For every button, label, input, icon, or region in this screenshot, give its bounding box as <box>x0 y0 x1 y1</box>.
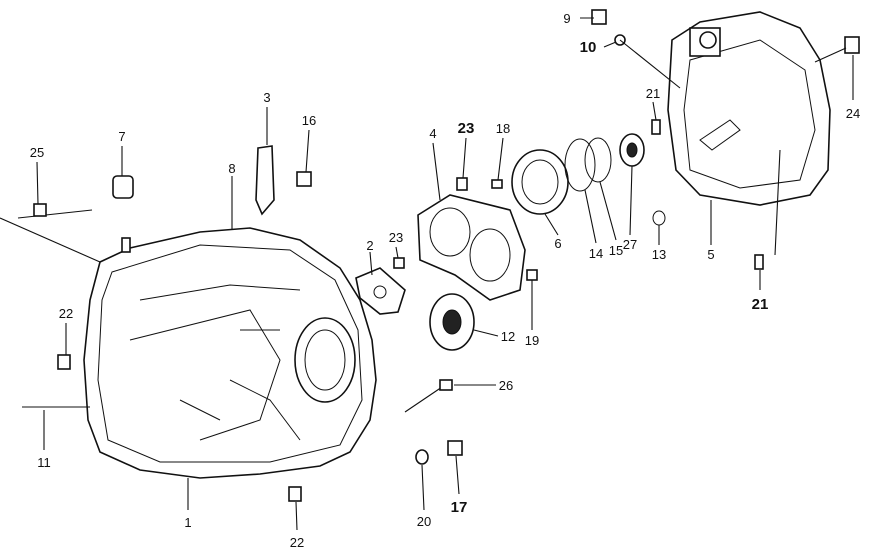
dowel-part-22b <box>288 486 302 502</box>
label-23b: 23 <box>389 230 403 245</box>
label-6: 6 <box>554 236 561 251</box>
ring-part-14 <box>564 138 596 192</box>
dowel-part-21b <box>754 254 764 270</box>
bearing-part-12 <box>429 293 475 351</box>
dowel-part-21 <box>651 119 661 135</box>
label-4: 4 <box>429 126 436 141</box>
label-7: 7 <box>118 129 125 144</box>
label-20: 20 <box>417 514 431 529</box>
label-25: 25 <box>30 145 44 160</box>
ring-part-15 <box>584 137 612 183</box>
bolt-part-17 <box>447 440 463 456</box>
gasket-part-4 <box>417 194 526 301</box>
bolt-part-26 <box>404 384 446 413</box>
label-13: 13 <box>652 247 666 262</box>
holder-part-6 <box>511 149 569 215</box>
bolt-part-23 <box>456 177 468 191</box>
label-24: 24 <box>846 106 860 121</box>
label-19: 19 <box>525 333 539 348</box>
label-12: 12 <box>501 329 515 344</box>
label-18: 18 <box>496 121 510 136</box>
part-number-labels: 9 10 3 16 25 7 8 23 18 4 21 24 2 23 27 1… <box>30 11 860 550</box>
label-17: 17 <box>451 499 468 516</box>
clutch-housing-part-1 <box>83 227 377 479</box>
leader-lines <box>0 17 854 531</box>
rear-cover-part-5 <box>667 11 831 206</box>
plug-part-9 <box>591 9 607 25</box>
label-21b: 21 <box>752 296 769 313</box>
bearing-part-27 <box>619 133 645 167</box>
label-14: 14 <box>589 246 603 261</box>
bolt-part-16 <box>296 171 312 187</box>
label-27: 27 <box>623 237 637 252</box>
label-11: 11 <box>37 455 51 470</box>
label-15: 15 <box>609 243 623 258</box>
bolt-part-23b <box>393 257 405 269</box>
label-5: 5 <box>707 247 714 262</box>
label-22b: 22 <box>290 535 304 550</box>
label-10: 10 <box>580 39 597 56</box>
label-3: 3 <box>263 90 270 105</box>
bolt-part-18 <box>491 179 503 189</box>
label-9: 9 <box>563 11 570 26</box>
label-23: 23 <box>458 120 475 137</box>
bolt-part-24 <box>844 36 860 54</box>
part-7 <box>112 175 134 199</box>
label-16: 16 <box>302 113 316 128</box>
o-ring-part-13 <box>652 210 666 226</box>
label-22: 22 <box>59 306 73 321</box>
plate-part-2 <box>355 267 406 315</box>
label-26: 26 <box>499 378 513 393</box>
label-1: 1 <box>184 515 191 530</box>
bracket-part-3 <box>255 145 275 216</box>
small-fasteners <box>17 9 860 502</box>
washer-part-20 <box>415 449 429 465</box>
label-2: 2 <box>366 238 373 253</box>
bolt-part-25 <box>17 209 93 219</box>
dowel-part-22 <box>57 354 71 370</box>
bolt-part-19 <box>526 269 538 281</box>
label-8: 8 <box>228 161 235 176</box>
label-21: 21 <box>646 86 660 101</box>
